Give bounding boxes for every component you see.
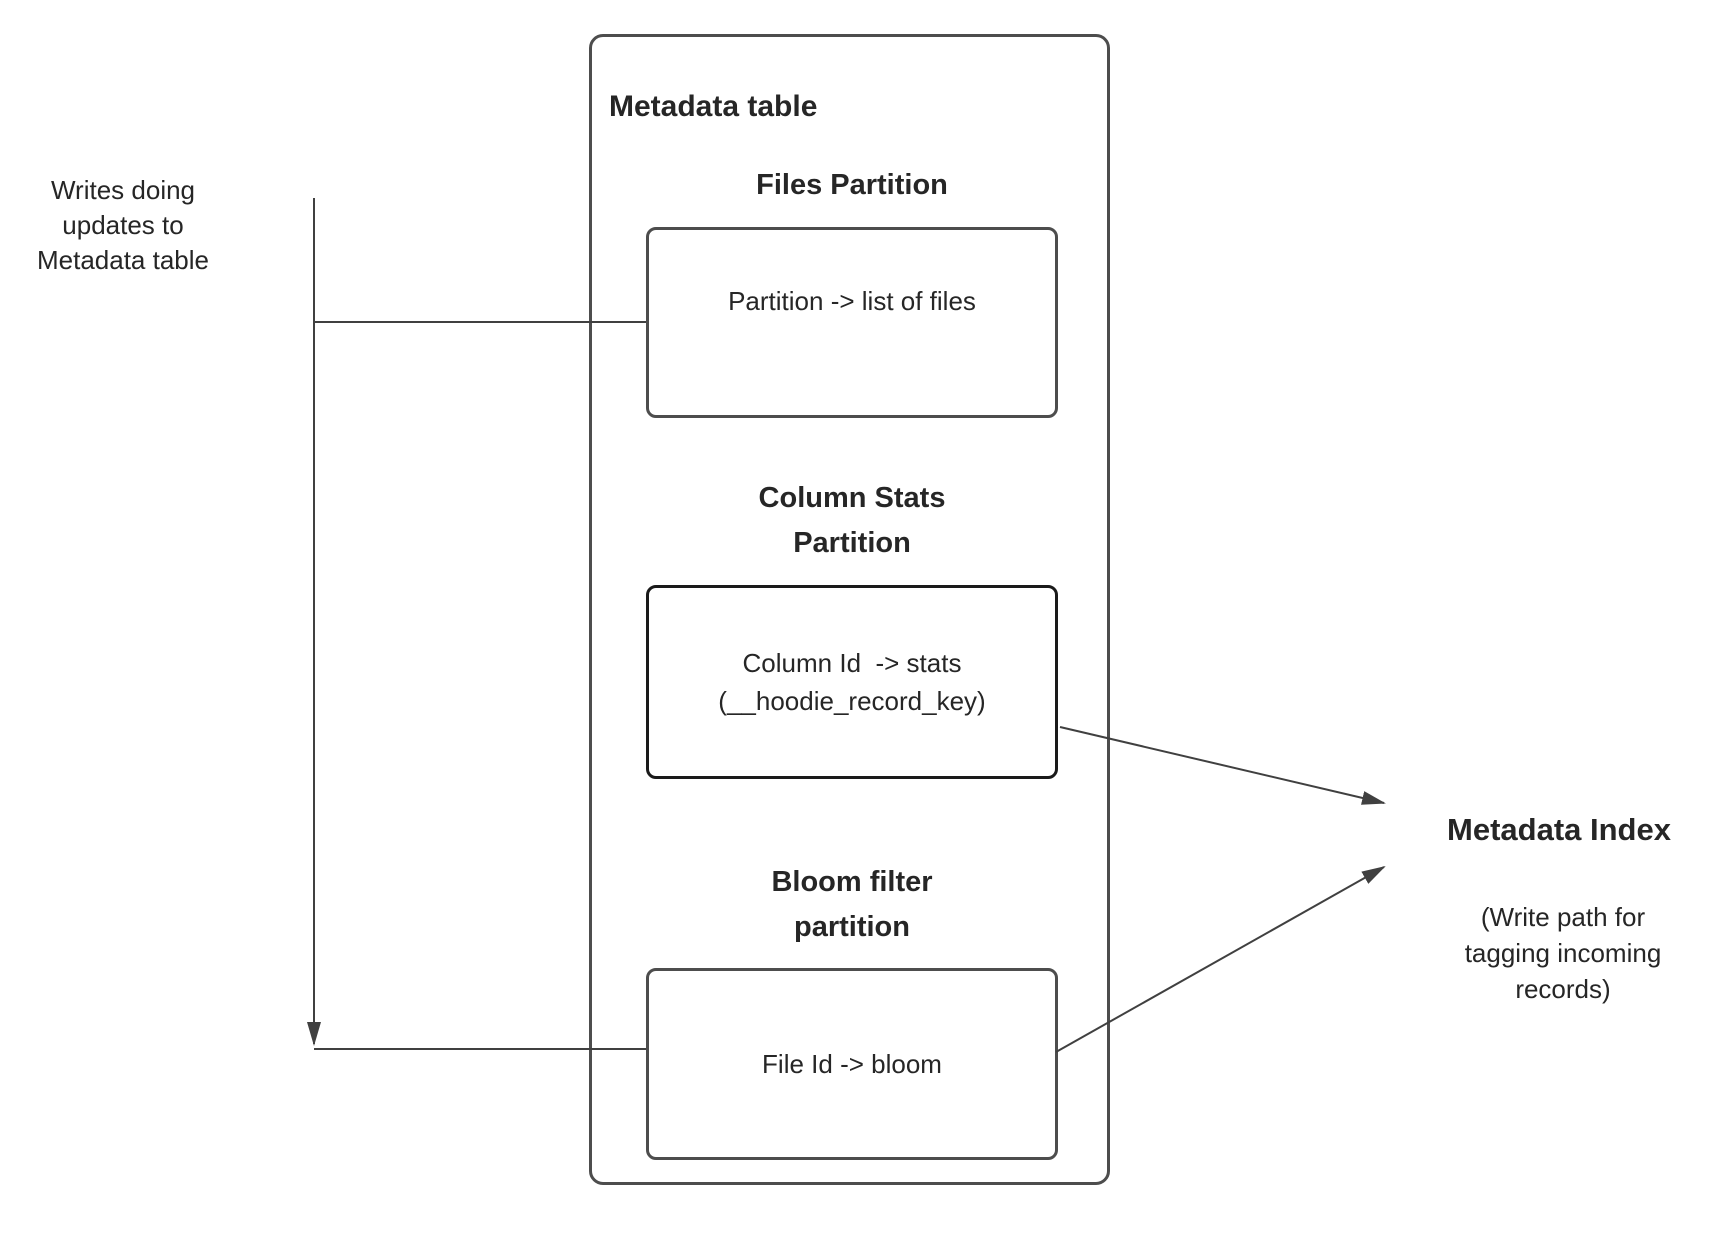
bloom-filter-partition-label: File Id -> bloom: [762, 1049, 942, 1079]
files-partition-heading: Files Partition: [756, 169, 948, 201]
metadata-table-box: [589, 34, 1110, 1185]
metadata-index-title: Metadata Index: [1447, 812, 1671, 847]
writes-note: Writes doing updates to Metadata table: [36, 175, 209, 275]
bloom-filter-partition-box: File Id -> bloom: [646, 968, 1058, 1160]
bloom-filter-partition-heading: Bloom filter partition: [771, 866, 933, 943]
column-stats-partition-label: Column Id -> stats (__hoodie_record_key): [718, 648, 986, 716]
metadata-table-title: Metadata table: [609, 90, 818, 123]
files-partition-label: Partition -> list of files: [728, 286, 976, 316]
metadata-index-subtitle: (Write path for tagging incoming records…: [1464, 902, 1662, 1004]
column-stats-partition-box: Column Id -> stats (__hoodie_record_key): [646, 585, 1058, 779]
files-partition-box: Partition -> list of files: [646, 227, 1058, 418]
column-stats-partition-heading: Column Stats Partition: [758, 482, 946, 559]
